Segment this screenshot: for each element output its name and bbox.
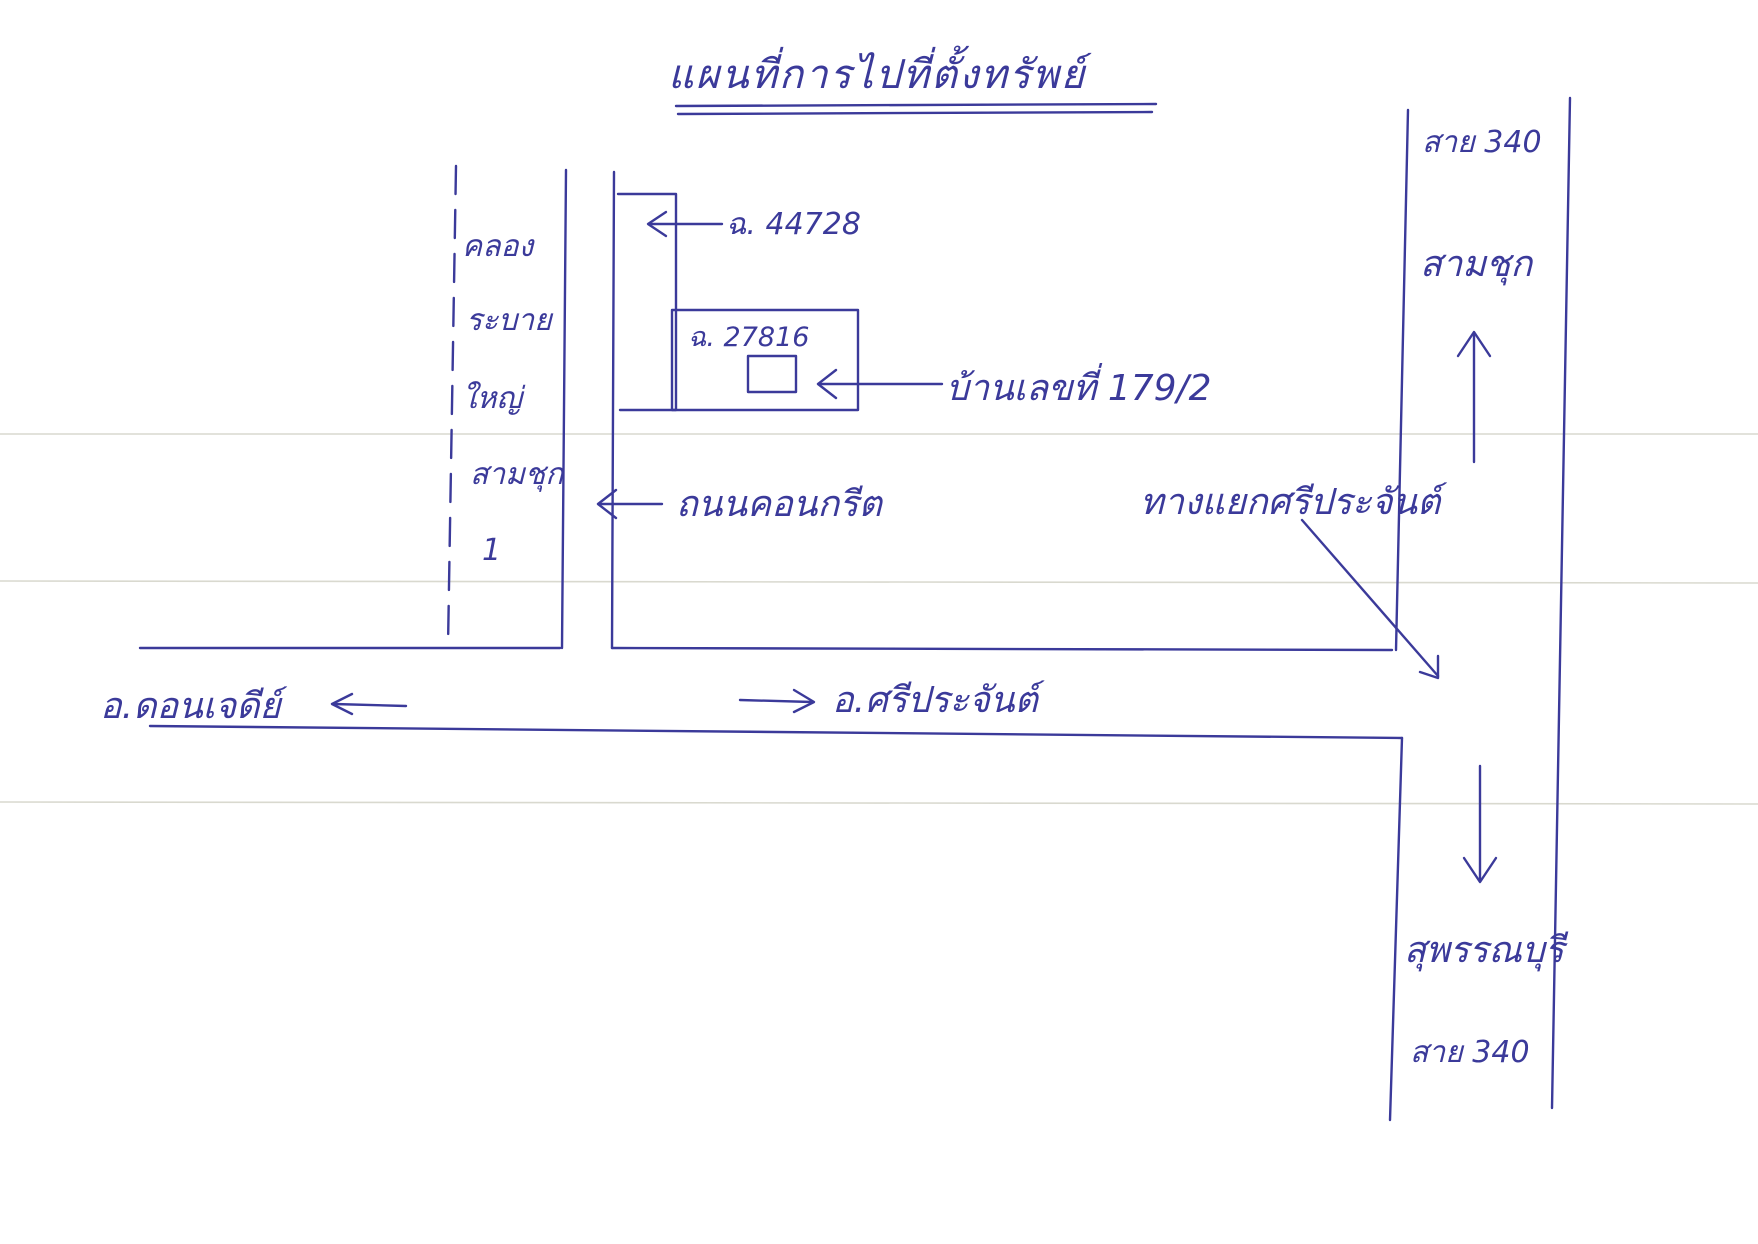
plot-27816-boundary: [670, 308, 860, 412]
concrete-road-label: ถนนคอนกรีต: [676, 484, 883, 525]
house-pointer: [816, 368, 944, 400]
junction-pointer: [1300, 518, 1440, 680]
canal-label-line2: ระบาย: [466, 303, 554, 338]
canal-label-line1: คลอง: [462, 229, 535, 264]
arrow-left-icon: [330, 692, 408, 716]
paper-fold-lines: [0, 433, 1758, 805]
canal-label-line5: 1: [482, 533, 501, 568]
main-road-south-edge: [148, 724, 1404, 740]
highway-340-west-edge-south: [1388, 736, 1404, 1122]
si-prachan-label: อ.ศรีประจันต์: [832, 680, 1045, 721]
don-chedi-label: อ.ดอนเจดีย์: [100, 686, 288, 727]
title-underline-2: [676, 110, 1154, 116]
title-underline-1: [674, 102, 1158, 108]
main-road-north-edge-east: [610, 646, 1394, 652]
canal-left-bank: [446, 164, 458, 648]
highway-340-top-label: สาย 340: [1422, 125, 1542, 160]
canal-right-bank: [560, 168, 568, 650]
map-title: แผนที่การไปที่ตั้งทรัพย์: [668, 45, 1092, 98]
concrete-road-edge: [610, 170, 616, 650]
plot-44728-boundary: [616, 192, 678, 412]
house-number-label: บ้านเลขที่ 179/2: [946, 362, 1212, 409]
fold-line-2: [0, 580, 1758, 584]
fold-line-3: [0, 801, 1758, 805]
canal-label-line3: ใหญ่: [462, 381, 526, 416]
plot-27816-label: ฉ. 27816: [688, 322, 809, 353]
plot-44728-pointer: [646, 210, 724, 238]
arrow-up-icon: [1456, 330, 1492, 464]
suphanburi-label: สุพรรณบุรี: [1404, 930, 1569, 972]
arrow-down-icon: [1462, 764, 1498, 884]
highway-340-bottom-label: สาย 340: [1410, 1035, 1530, 1070]
arrow-right-icon: [738, 688, 816, 714]
house-marker: [746, 354, 798, 394]
canal-label-line4: สามชุก: [470, 457, 565, 492]
junction-label: ทางแยกศรีประจันต์: [1140, 482, 1447, 523]
samchuk-label: สามชุก: [1420, 244, 1534, 286]
plot-44728-label: ฉ. 44728: [726, 207, 861, 242]
highway-340-east-edge: [1550, 96, 1572, 1110]
highway-340-west-edge-north: [1394, 108, 1410, 652]
concrete-road-pointer: [596, 488, 664, 520]
